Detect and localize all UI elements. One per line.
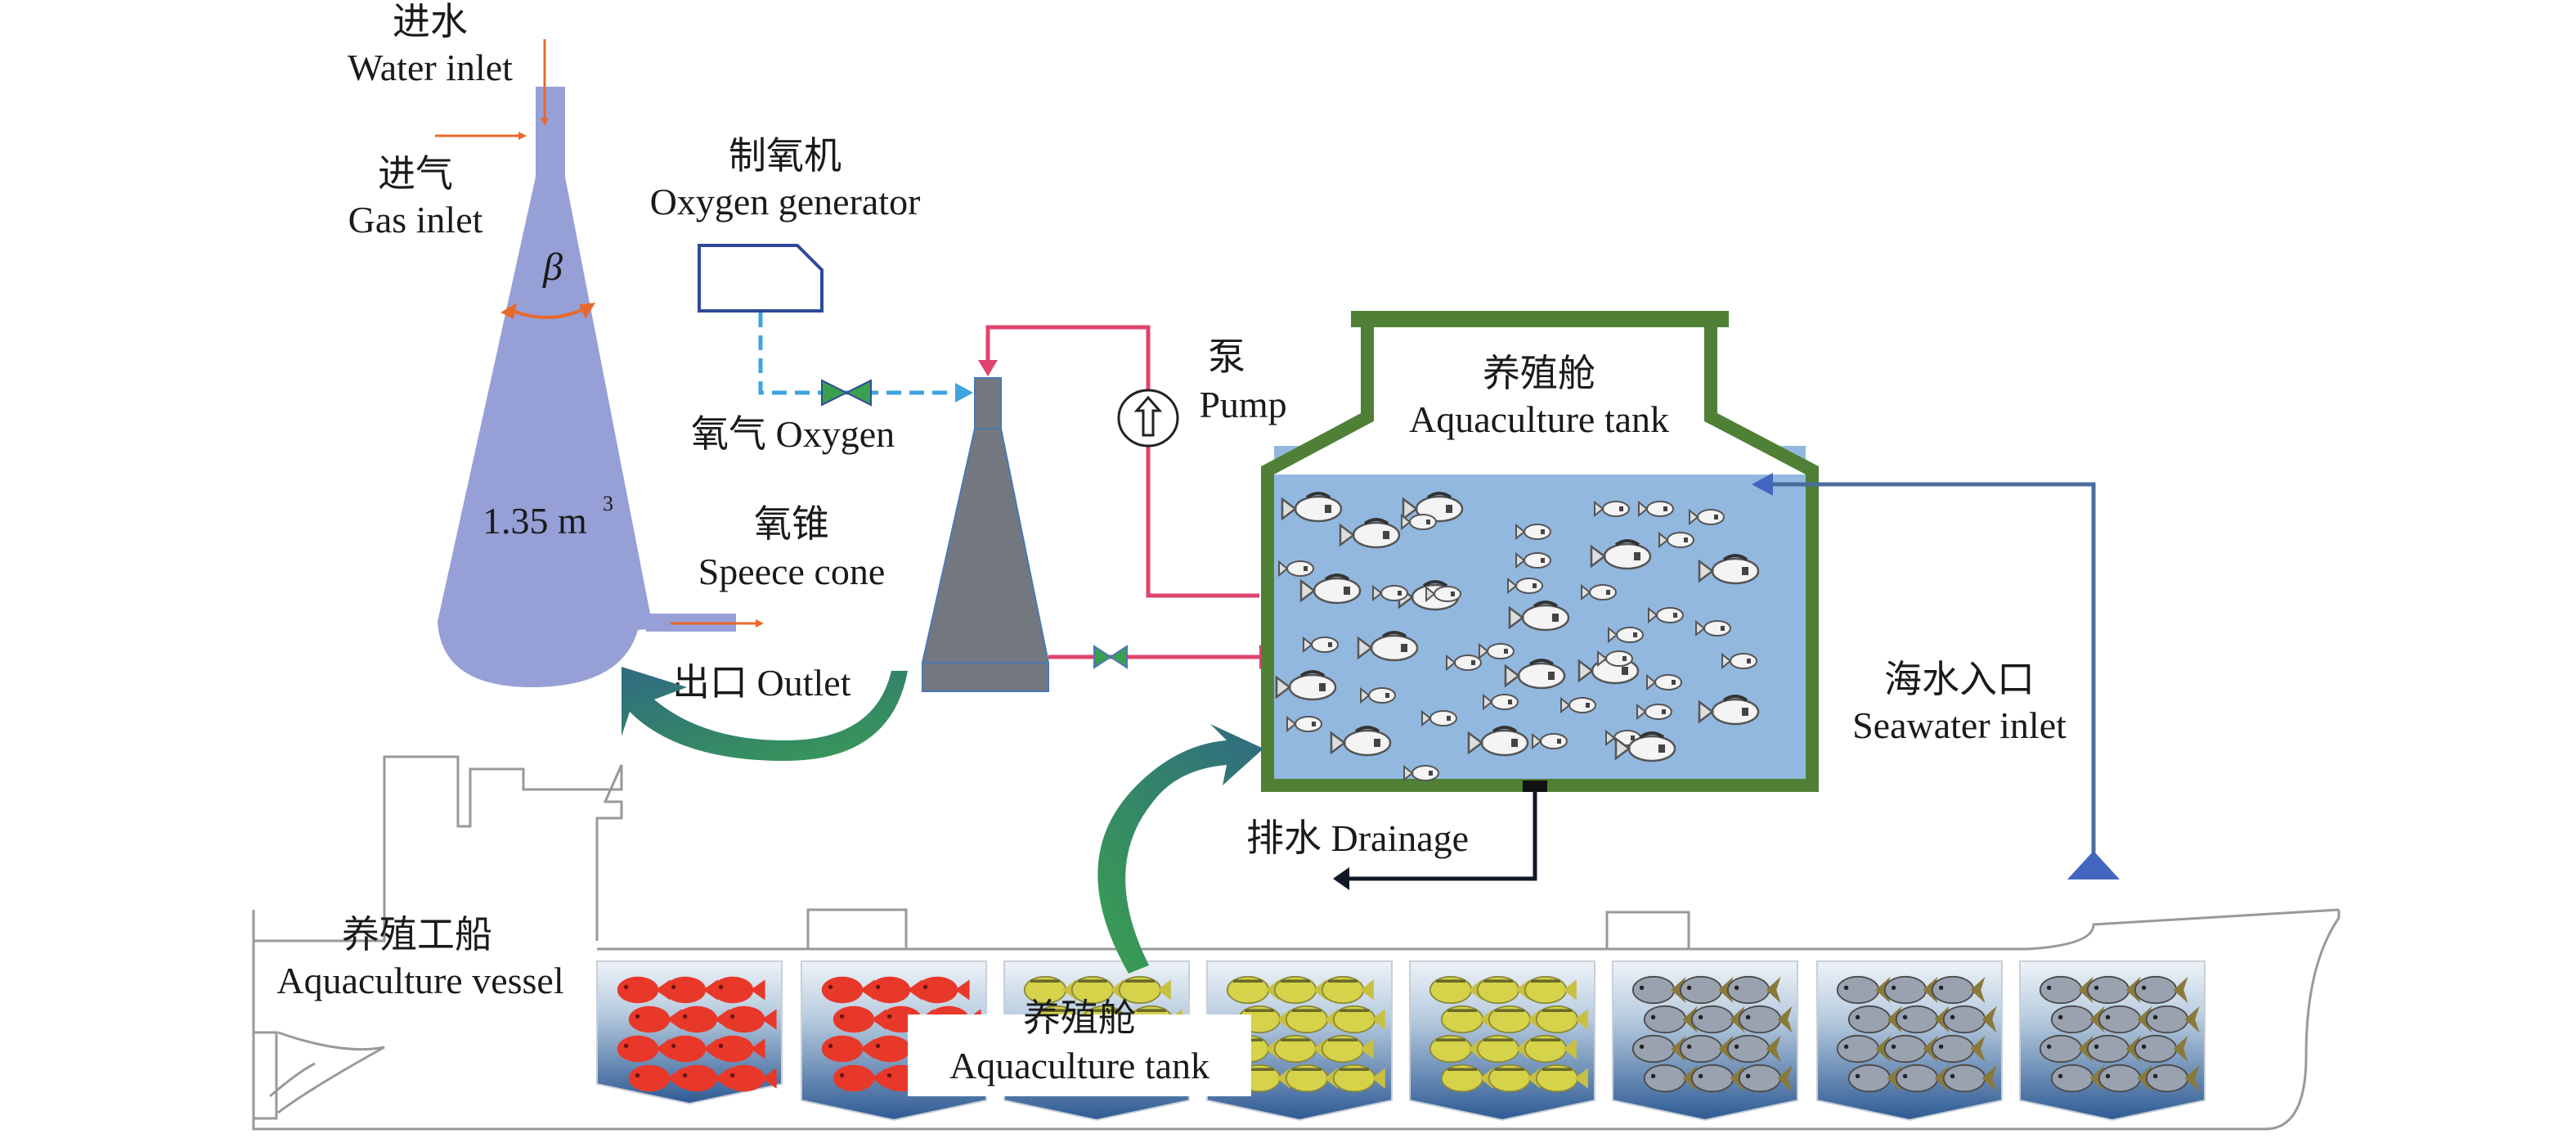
oxygen-generator-label-en: Oxygen generator	[650, 181, 921, 223]
speece-cone-label-en: Speece cone	[698, 551, 886, 592]
seawater-inlet-label-zh: 海水入口	[1884, 659, 2035, 700]
seawater-intake-icon	[2067, 851, 2120, 879]
beta-angle-arc	[506, 305, 590, 319]
tank-bottom-label-zh: 养殖舱	[1023, 997, 1136, 1039]
oxygen-line	[758, 313, 955, 395]
hold-tank	[1612, 960, 1798, 1122]
speece-cone-label-zh: 氧锥	[754, 503, 829, 545]
vessel-label-en: Aquaculture vessel	[276, 960, 563, 1001]
oxygen-arrowhead	[955, 383, 973, 403]
pump-return-pipe	[985, 325, 1259, 598]
beta-label: β	[542, 245, 563, 289]
oxygen-label: 氧气 Oxygen	[691, 413, 895, 455]
volume-superscript: 3	[603, 492, 613, 515]
gas-inlet-label-en: Gas inlet	[348, 199, 483, 241]
oxygen-generator	[698, 244, 824, 313]
outlet-label: 出口 Outlet	[672, 662, 851, 704]
drain-port	[1523, 780, 1547, 792]
pump-label-en: Pump	[1199, 384, 1286, 425]
seawater-pipe	[1766, 482, 2096, 857]
water-inlet-label-en: Water inlet	[348, 47, 513, 88]
speece-cone	[922, 377, 1049, 692]
outlet-transfer-arrow	[622, 667, 949, 761]
tank-bottom-label-en: Aquaculture tank	[949, 1045, 1209, 1086]
hold-tank	[1409, 960, 1595, 1122]
tank-transfer-arrow	[1097, 724, 1263, 974]
oxygen-valve[interactable]	[821, 379, 872, 407]
up-arrow-icon	[1133, 395, 1163, 437]
beta-arc-arrowheads	[500, 303, 595, 319]
supply-valve[interactable]	[1093, 645, 1128, 669]
pump-pipe-arrowhead	[978, 360, 998, 376]
tank-label-box	[908, 1014, 1251, 1096]
tank-top-label-en: Aquaculture tank	[1409, 398, 1669, 440]
drainage-label: 排水 Drainage	[1246, 817, 1469, 859]
volume-label: 1.35 m	[482, 500, 587, 542]
pump[interactable]	[1117, 389, 1179, 448]
oxygen-generator-label-zh: 制氧机	[729, 135, 841, 177]
seawater-inlet-arrowhead	[1752, 473, 1773, 496]
drainage-arrowhead	[1333, 867, 1349, 890]
hold-tanks	[596, 960, 2206, 1122]
hold-tank	[1816, 960, 2003, 1122]
water-inlet-label-zh: 进水	[393, 1, 468, 43]
seawater-inlet-label-en: Seawater inlet	[1852, 704, 2067, 746]
pump-label-zh: 泵	[1208, 336, 1245, 378]
drainage-pipe	[1349, 790, 1537, 881]
vessel-label-zh: 养殖工船	[342, 914, 492, 956]
tank-top-label-zh: 养殖舱	[1483, 353, 1595, 394]
hold-tank	[596, 960, 783, 1105]
mixing-cone	[438, 87, 736, 687]
vessel-outline	[252, 755, 2340, 1131]
hold-tank	[2019, 960, 2206, 1122]
gas-inlet-label-zh: 进气	[378, 153, 453, 195]
